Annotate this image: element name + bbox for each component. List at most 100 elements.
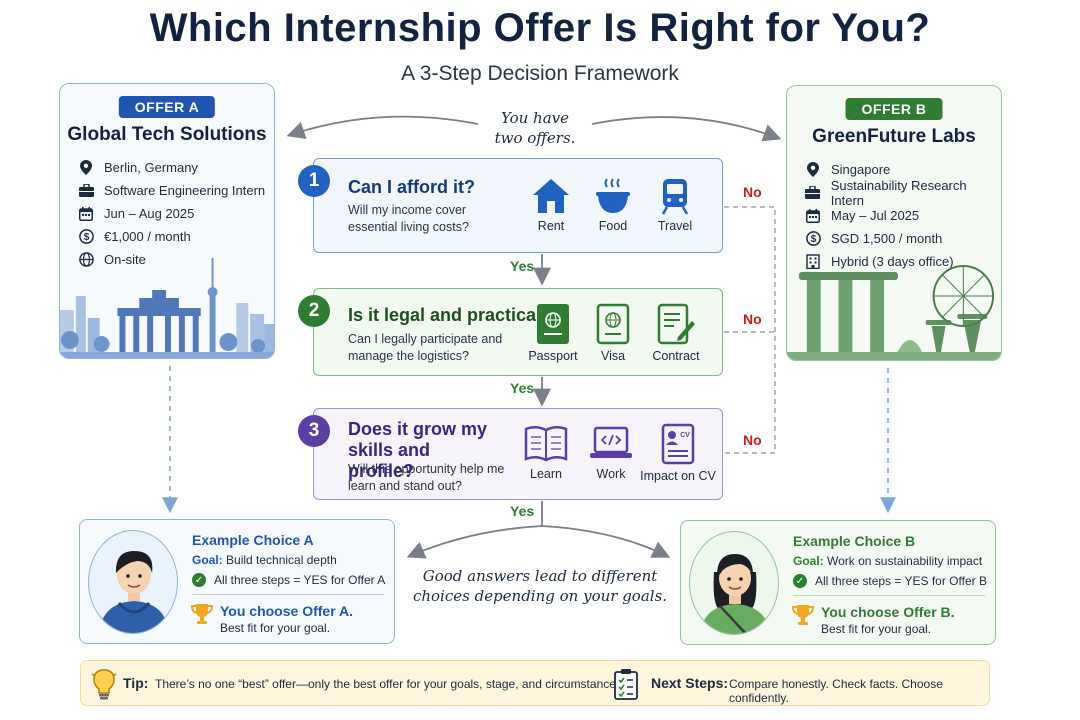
choice-a-title: Example Choice A (192, 532, 314, 548)
offer-a-details: Berlin, Germany Software Engineering Int… (78, 156, 265, 271)
offer-a-location: Berlin, Germany (78, 156, 265, 179)
passport-item: Passport (524, 303, 582, 363)
laptop-code-icon (590, 426, 632, 458)
choice-b-bestfit: Best fit for your goal. (821, 622, 932, 636)
trophy-icon (190, 604, 214, 624)
step-1-number: 1 (298, 165, 330, 197)
choice-a-goal: Goal: Build technical depth (192, 553, 337, 567)
tip-text: There’s no one “best” offer—only the bes… (155, 677, 626, 691)
train-icon (661, 179, 689, 215)
offer-a-dates: Jun – Aug 2025 (78, 202, 265, 225)
offer-b-card: OFFER B GreenFuture Labs Singapore Susta… (786, 85, 1002, 361)
offer-b-dates: May – Jul 2025 (805, 204, 1001, 227)
rent-item: Rent (526, 177, 576, 233)
clipboard-checklist-icon (614, 669, 638, 700)
visa-item: Visa (588, 303, 638, 363)
money-icon: $ (78, 229, 94, 245)
book-icon (524, 426, 568, 462)
impact-on-cv-item: CV Impact on CV (640, 423, 716, 483)
step-2-subtext: Can I legally participate and manage the… (348, 332, 503, 363)
lightbulb-icon (91, 669, 117, 700)
berlin-skyline-illustration (60, 258, 274, 358)
briefcase-icon (805, 185, 821, 201)
step-2-question: Is it legal and practical? (348, 305, 553, 325)
divider (793, 595, 985, 596)
singapore-skyline-illustration (787, 265, 1001, 360)
offer-b-pay: $ SGD 1,500 / month (805, 227, 1001, 250)
offer-b-mode: Hybrid (3 days office) (805, 250, 1001, 273)
choice-b-goal: Goal: Work on sustainability impact (793, 554, 983, 568)
male-student-avatar (99, 551, 169, 633)
trophy-icon (791, 605, 815, 625)
building-icon (805, 254, 821, 270)
no-label-2: No (743, 311, 762, 327)
center-note: You have two offers. (494, 109, 576, 147)
offer-a-mode: On-site (78, 248, 265, 271)
goals-note: Good answers lead to different choices d… (412, 567, 668, 605)
avatar (689, 531, 779, 635)
yes-label-2: Yes (510, 380, 535, 396)
calendar-icon (78, 206, 94, 222)
arrow-to-choice-b (541, 525, 671, 558)
arrow-to-choice-a (406, 525, 543, 559)
offer-b-badge: OFFER B (845, 98, 943, 120)
tip-label: Tip: (123, 675, 149, 691)
contract-icon (657, 303, 695, 345)
no-label-1: No (743, 184, 762, 200)
avatar (88, 530, 178, 634)
offer-a-badge: OFFER A (118, 96, 216, 118)
globe-icon (78, 252, 94, 268)
offer-a-card: OFFER A Global Tech Solutions Berlin, Ge… (59, 83, 275, 359)
next-steps-text: Compare honestly. Check facts. Choose co… (729, 677, 943, 705)
no-label-3: No (743, 432, 762, 448)
svg-text:CV: CV (680, 432, 690, 439)
calendar-icon (805, 208, 821, 224)
yes-label-1: Yes (510, 258, 535, 274)
passport-icon (537, 304, 569, 344)
next-steps-label: Next Steps: (651, 675, 729, 691)
tip-bar: Tip: There’s no one “best” offer—only th… (80, 660, 990, 706)
check-circle-icon: ✓ (192, 573, 206, 587)
choice-a-bestfit: Best fit for your goal. (220, 621, 331, 635)
arrow-to-offer-b (591, 116, 782, 142)
no-dashed-line (724, 206, 776, 454)
offer-a-company: Global Tech Solutions (67, 124, 267, 145)
house-icon (533, 179, 569, 213)
offer-b-role: Sustainability Research Intern (805, 178, 1001, 208)
offer-b-details: Singapore Sustainability Research Intern… (805, 158, 1001, 273)
cv-icon: CV (661, 423, 695, 465)
choice-a-check: ✓All three steps = YES for Offer A (192, 573, 385, 587)
choice-a-card: Example Choice A Goal: Build technical d… (79, 519, 395, 644)
divider (192, 594, 384, 595)
step-1-subtext: Will my income cover essential living co… (348, 203, 469, 234)
choice-a-result: You choose Offer A. (220, 603, 354, 619)
learn-item: Learn (520, 425, 572, 481)
page-title: Which Internship Offer Is Right for You? (149, 6, 931, 50)
svg-text:$: $ (810, 234, 816, 245)
choice-b-title: Example Choice B (793, 533, 916, 549)
check-circle-icon: ✓ (793, 574, 807, 588)
female-student-avatar (700, 554, 770, 634)
location-pin-icon (78, 160, 94, 176)
offer-b-location: Singapore (805, 158, 1001, 181)
food-bowl-icon (596, 178, 630, 213)
food-item: Food (588, 177, 638, 233)
choice-b-card: Example Choice B Goal: Work on sustainab… (680, 520, 996, 645)
contract-item: Contract (648, 303, 704, 363)
step-3-subtext: Will this opportunity help me learn and … (348, 462, 505, 493)
step-3-number: 3 (298, 415, 330, 447)
choice-b-result: You choose Offer B. (821, 604, 955, 620)
step-1-box: 1 Can I afford it? Will my income cover … (298, 158, 723, 253)
visa-icon (596, 303, 630, 345)
svg-text:$: $ (83, 232, 89, 243)
step-1-question: Can I afford it? (348, 177, 475, 197)
offer-a-pay: $ €1,000 / month (78, 225, 265, 248)
step-2-number: 2 (298, 295, 330, 327)
offer-b-company: GreenFuture Labs (812, 126, 976, 147)
work-item: Work (586, 425, 636, 481)
step-3-question: Does it grow my skills and profile? (348, 419, 488, 481)
travel-item: Travel (650, 177, 700, 233)
offer-a-role: Software Engineering Intern (78, 179, 265, 202)
yes-label-3: Yes (510, 503, 535, 519)
briefcase-icon (78, 183, 94, 199)
